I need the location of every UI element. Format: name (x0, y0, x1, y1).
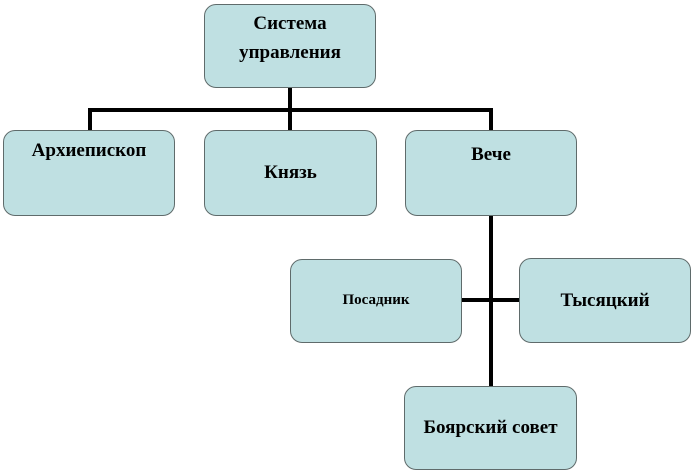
node-tysyatsky-label: Тысяцкий (560, 289, 650, 311)
node-boyar-council: Боярский совет (404, 386, 577, 470)
node-veche-label: Вече (471, 144, 511, 165)
node-governance-system-line2: управления (239, 42, 341, 64)
node-veche: Вече (405, 130, 577, 216)
node-prince-label: Князь (264, 162, 317, 184)
node-prince: Князь (204, 130, 377, 216)
node-archbishop: Архиепископ (3, 130, 175, 216)
node-governance-system: Система управления (204, 4, 376, 88)
node-posadnik-label: Посадник (342, 292, 410, 309)
node-governance-system-line1: Система (253, 13, 327, 34)
node-boyar-council-label: Боярский совет (423, 417, 558, 439)
node-tysyatsky: Тысяцкий (519, 258, 691, 343)
node-archbishop-label: Архиепископ (31, 140, 147, 161)
node-posadnik: Посадник (290, 259, 462, 343)
